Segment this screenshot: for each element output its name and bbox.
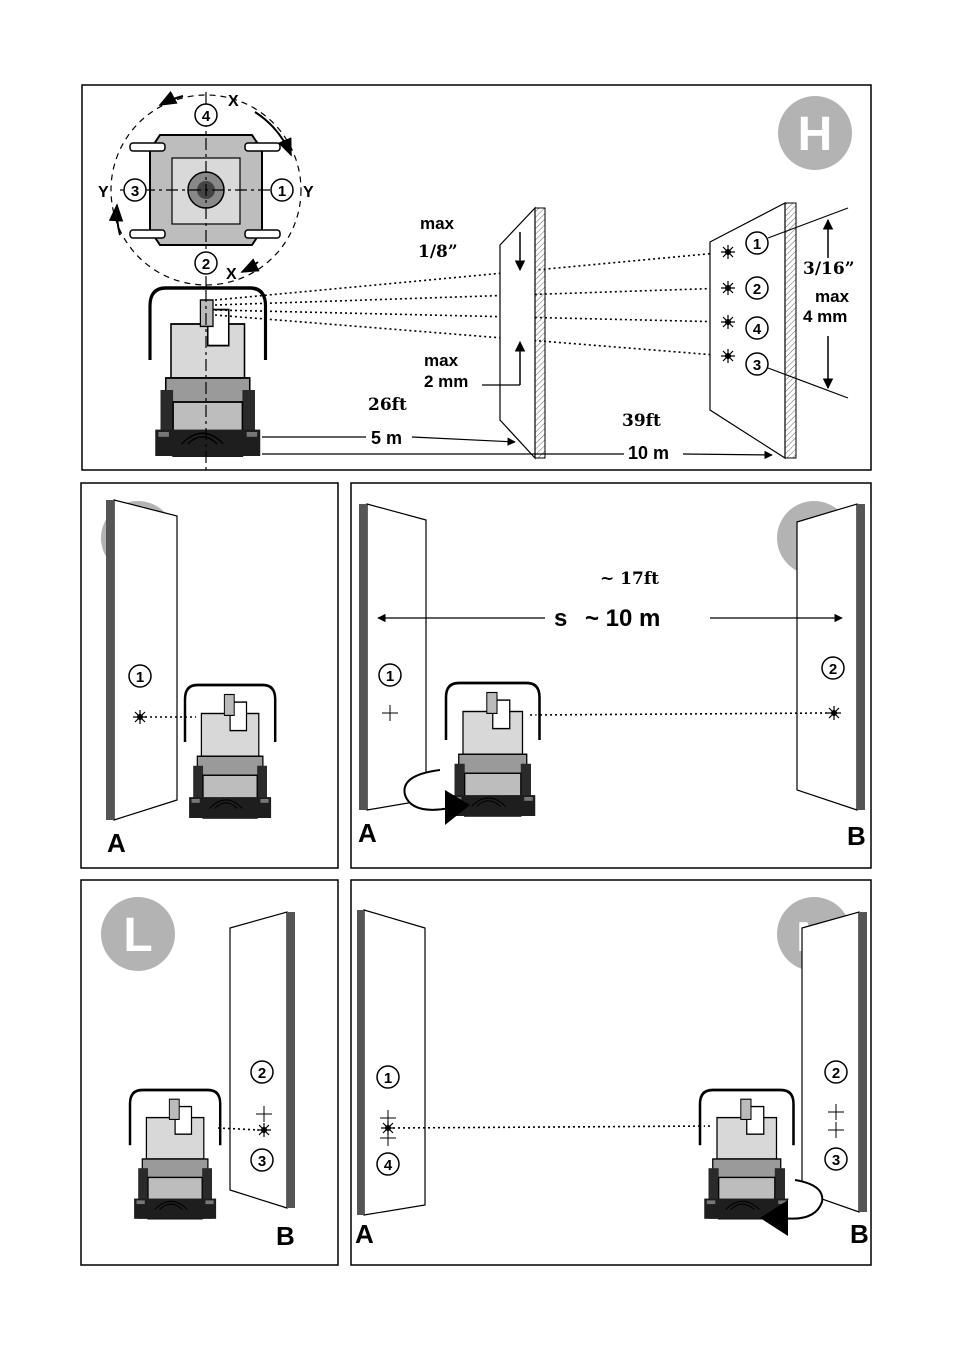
panel-m-point-1: 1 [384,1070,392,1087]
axis-x-top: X [228,93,239,110]
panel-k-wall-b: B [847,821,866,851]
panel-k: K ~ 17ft s ~ 10 m 1 2 A B [350,482,872,869]
panel-h-frame [81,84,872,471]
wall2-tol-max: max [815,287,850,306]
device-l [128,1088,222,1221]
pos-4-top: 4 [202,108,211,125]
panel-l-point-3: 3 [258,1153,266,1170]
panel-m-point-4: 4 [384,1157,393,1174]
panel-m-point-3: 3 [832,1152,840,1169]
panel-m-frame [350,879,872,1266]
device-k [444,681,541,818]
dist1-m: 5 m [371,428,402,448]
panel-m-wall-b: B [850,1219,869,1249]
rotate-arrow-m [760,1179,824,1236]
badge-l-label: L [123,909,152,962]
wall2-point-3: 3 [753,357,761,374]
panel-l-beam [217,1127,260,1131]
badge-h-label: H [798,108,833,161]
badge-l: L [101,897,175,971]
panel-k-point-1: 1 [386,668,394,685]
device-i [183,683,277,820]
dist2-ft: 39ft [622,411,661,431]
panel-k-wall-a: A [358,818,377,848]
axis-y-left: Y [98,184,109,201]
panel-m-beam [392,1125,713,1129]
wall-a-k [359,503,427,811]
distance-lines: 26ft 5 m 39ft 10 m [262,395,773,463]
wall-b-l [229,911,295,1209]
panel-l-wall-label: B [276,1221,295,1251]
wall-b-k [796,503,865,811]
panel-m: M 1 4 2 3 A B [350,879,872,1266]
wall-a-m [357,909,426,1216]
wall1-top-label: max [420,214,455,233]
wall1-bottom-label: max [424,351,459,370]
wall-2: 1 2 4 3 3/16” max 4 mm [709,202,854,460]
panel-l-frame [80,879,339,1266]
pos-3-left: 3 [131,183,139,200]
wall1-top-value: 1/8” [418,242,458,262]
panel-k-frame [350,482,872,869]
axis-y-right: Y [303,184,314,201]
badge-h: H [778,96,852,170]
panel-i-point-1: 1 [136,669,144,686]
dist2-m: 10 m [628,443,669,463]
panel-k-dist-ft: ~ 17ft [600,569,659,589]
pos-1-right: 1 [278,183,286,200]
device-side-view [148,286,268,458]
panel-m-point-2: 2 [832,1065,840,1082]
wall-a-i [106,499,178,821]
wall1-bottom-value: 2 mm [424,372,468,391]
panel-h: H 4 2 3 1 X X [81,84,872,471]
panel-m-wall-a: A [355,1219,374,1249]
axis-x-bottom: X [226,266,237,283]
panel-k-dist-s: s [554,605,567,632]
pos-2-bottom: 2 [202,256,210,273]
panel-i: I 1 A [80,482,339,869]
wall2-point-2: 2 [753,281,761,298]
device-top-view: 4 2 3 1 X X Y Y [98,90,314,288]
panel-k-beam [529,712,829,716]
panel-l: L 2 3 B [80,879,339,1266]
wall2-point-4: 4 [753,321,762,338]
rotate-arrow-k [403,769,470,825]
device-m [698,1088,795,1221]
wall2-point-1: 1 [753,236,761,253]
panel-l-point-2: 2 [258,1065,266,1082]
panel-k-point-2: 2 [829,661,837,678]
wall-1: max 1/8” max 2 mm [418,206,546,460]
wall2-tol-label: 3/16” [803,259,854,279]
wall2-tol-mm: 4 mm [803,307,847,326]
dist1-ft: 26ft [368,395,407,415]
panel-i-frame [80,482,339,869]
panel-k-dist-m: ~ 10 m [585,605,660,632]
panel-i-wall-label: A [107,828,126,858]
laser-beams [214,251,729,357]
